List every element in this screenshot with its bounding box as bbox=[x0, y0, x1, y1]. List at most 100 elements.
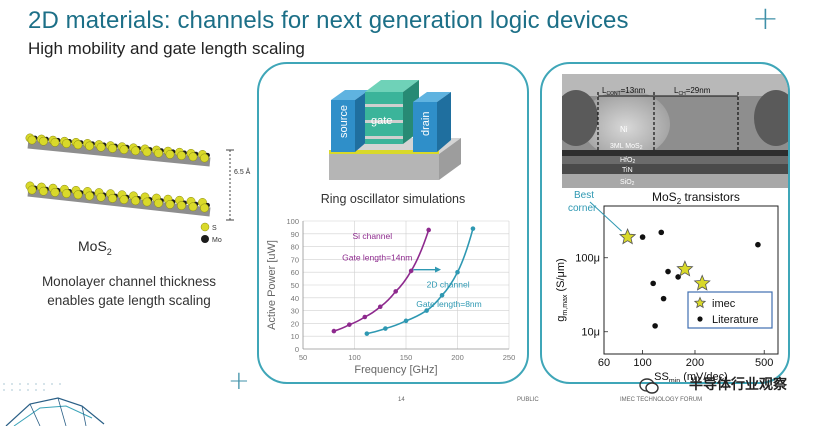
literature-point bbox=[652, 323, 658, 329]
data-point bbox=[362, 314, 368, 320]
y-tick-label: 100μ bbox=[575, 253, 600, 265]
legend-literature-marker bbox=[697, 316, 703, 322]
s-atom bbox=[108, 193, 117, 203]
x-axis-label: Frequency [GHz] bbox=[354, 364, 437, 376]
s-atom bbox=[73, 190, 83, 200]
legend-mo: Mo bbox=[212, 237, 222, 244]
literature-point bbox=[658, 229, 665, 236]
layer-tin: TiN bbox=[622, 167, 633, 174]
x-tick-label: 200 bbox=[686, 357, 704, 369]
mesh-decoration bbox=[3, 383, 105, 426]
imec-point bbox=[676, 260, 694, 277]
best-corner-arrow bbox=[589, 201, 622, 232]
plot-area bbox=[603, 205, 779, 355]
y-tick-label: 10μ bbox=[581, 327, 600, 339]
x-tick-label: 150 bbox=[400, 353, 413, 362]
s-atom bbox=[50, 187, 60, 197]
literature-point bbox=[755, 241, 761, 248]
source-label: source bbox=[338, 105, 350, 138]
layer-sio2: SiO2 bbox=[620, 179, 635, 187]
drain-label: drain bbox=[420, 112, 432, 136]
s-atom bbox=[142, 197, 152, 207]
data-point bbox=[470, 226, 476, 231]
s-atom bbox=[131, 196, 140, 206]
x-tick-label: 60 bbox=[598, 357, 610, 369]
literature-point bbox=[639, 234, 646, 240]
l-cont-label: LCONT=13nm bbox=[602, 86, 646, 97]
s-atom bbox=[188, 202, 198, 212]
s-atom bbox=[142, 147, 152, 157]
s-atom bbox=[165, 149, 175, 159]
mos2-transistor-chart: MoS2 transistors 60 100 200 500 10μ 100μSSmin … bbox=[555, 190, 779, 382]
left-description: Monolayer channel thickness enables gate… bbox=[41, 274, 217, 308]
x-tick-label: 200 bbox=[451, 353, 464, 362]
footer-forum-label: IMEC TECHNOLOGY FORUM bbox=[620, 397, 703, 403]
s-atom bbox=[85, 191, 94, 201]
literature-point bbox=[660, 295, 667, 302]
footer-public-label: PUBLIC bbox=[517, 397, 539, 403]
footer-page-number: 14 bbox=[398, 397, 405, 403]
data-point bbox=[408, 268, 414, 274]
s-atom bbox=[85, 141, 94, 151]
literature-point bbox=[650, 280, 656, 287]
x-tick-label: 500 bbox=[755, 357, 773, 369]
ring-oscillator-title: Ring oscillator simulations bbox=[320, 192, 466, 206]
x-tick-label: 100 bbox=[633, 357, 651, 369]
legend-s: S bbox=[212, 225, 217, 232]
series-line-si bbox=[333, 229, 430, 332]
data-point bbox=[364, 331, 370, 336]
y-tick-label: 20 bbox=[291, 319, 299, 328]
2d-series-label: 2D channel bbox=[427, 280, 470, 290]
layer-ni: Ni bbox=[620, 125, 628, 134]
chart-title: MoS2 transistors bbox=[652, 190, 740, 206]
x-tick-label: 100 bbox=[348, 353, 361, 362]
plus-decoration-icon: + bbox=[228, 366, 250, 396]
data-point bbox=[439, 292, 445, 298]
l-ch-label: LCH=29nm bbox=[674, 86, 711, 97]
si-series-label: Si channel bbox=[352, 231, 392, 241]
y-tick-label: 90 bbox=[291, 230, 299, 239]
s-atom bbox=[50, 137, 60, 147]
y-tick-label: 60 bbox=[291, 268, 299, 277]
x-tick-label: 50 bbox=[299, 353, 307, 362]
s-atom bbox=[177, 151, 186, 161]
literature-point bbox=[665, 268, 671, 275]
s-atom bbox=[131, 146, 140, 156]
wechat-icon bbox=[639, 378, 659, 394]
slide-title: 2D materials: channels for next generati… bbox=[28, 7, 629, 34]
s-atom bbox=[154, 148, 163, 158]
s-atom bbox=[96, 192, 106, 202]
s-atom bbox=[39, 186, 48, 196]
layer-spacing-marker: 6.5 Å bbox=[226, 149, 251, 221]
s-atom bbox=[200, 203, 209, 213]
gate-label: gate bbox=[371, 115, 392, 127]
atom-legend: S Mo bbox=[200, 222, 222, 244]
data-point bbox=[331, 328, 337, 334]
mos2-structure-figure: 6.5 Å S Mo bbox=[25, 133, 251, 244]
tem-cross-section-image: LCONT=13nm LCH=29nm Ni 3ML MoS2 HfO2 TiN… bbox=[562, 74, 788, 188]
data-point bbox=[403, 318, 409, 324]
y-axis-label: Active Power [uW] bbox=[266, 240, 278, 330]
s-atom bbox=[154, 198, 163, 208]
y-tick-label: 30 bbox=[291, 307, 299, 316]
s-atom bbox=[39, 136, 48, 146]
s-atom bbox=[27, 135, 37, 145]
transistor-schematic: source gate drain bbox=[329, 80, 461, 180]
s-atom bbox=[62, 139, 71, 149]
data-point bbox=[426, 227, 431, 233]
mos2-caption: MoS2 bbox=[78, 238, 112, 257]
layer-hfo2: HfO2 bbox=[620, 157, 635, 165]
y-tick-label: 40 bbox=[291, 294, 299, 303]
slide-subtitle: High mobility and gate length scaling bbox=[28, 39, 305, 58]
imec-point bbox=[693, 274, 711, 291]
s-atom bbox=[119, 195, 129, 205]
y-tick-label: 70 bbox=[291, 255, 299, 264]
s-atom bbox=[200, 153, 209, 163]
y-tick-label: 0 bbox=[295, 345, 299, 354]
layer-mos2: 3ML MoS2 bbox=[610, 143, 643, 151]
s-atom bbox=[119, 145, 129, 155]
si-gate-length-label: Gate length=14nm bbox=[342, 253, 412, 263]
x-axis-label: SSmin (mV/dec) bbox=[654, 371, 728, 382]
s-atom bbox=[73, 140, 83, 150]
